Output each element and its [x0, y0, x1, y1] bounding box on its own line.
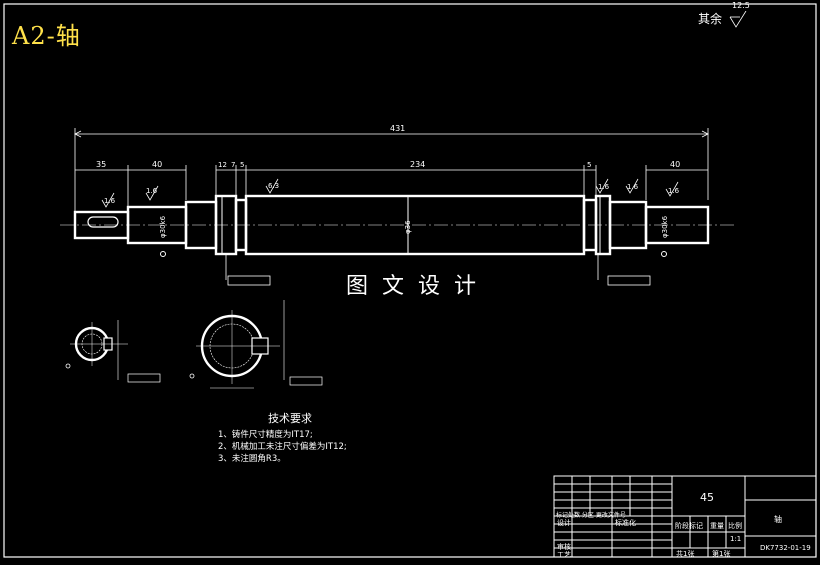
- roughness-icon: [726, 10, 748, 29]
- shaft-outline: [73, 194, 710, 256]
- watermark: 图文设计: [346, 274, 491, 299]
- surface-roughness-note: 其余 12.5: [698, 1, 750, 29]
- dimension-chain: [75, 165, 708, 210]
- dia-right: φ30k6: [661, 215, 669, 238]
- title-block-scale: 1:1: [730, 535, 742, 543]
- roughness-3: 6.3: [268, 182, 279, 190]
- title-block-weight: 重量: [710, 522, 724, 530]
- dim-5-left: 5: [240, 161, 244, 169]
- datum-marker-right: [661, 251, 667, 257]
- dim-234: 234: [410, 160, 425, 169]
- roughness-4: 1.6: [598, 183, 610, 191]
- surface-note-label: 其余: [698, 12, 723, 26]
- roughness-5: 1.6: [627, 183, 639, 191]
- title-block-sheet-no: 第1张: [712, 550, 731, 558]
- dim-40-right: 40: [670, 160, 680, 169]
- tolerance-frames: [225, 254, 651, 286]
- drawing-frame: [3, 3, 817, 558]
- title-block-grid: [553, 475, 817, 558]
- datum-marker-left: [160, 251, 166, 257]
- title-block-sheets-total: 共1张: [676, 550, 695, 558]
- drawing-title: A2-轴: [12, 22, 81, 50]
- roughness-2: 1.6: [146, 187, 158, 195]
- title-block-ratio: 比例: [728, 522, 742, 530]
- dim-7: 7: [231, 161, 235, 169]
- title-block-header: 标记处数 分区 更改文件号: [556, 512, 626, 519]
- dim-overall: 431: [390, 124, 405, 133]
- dia-mid: φ36: [404, 220, 412, 234]
- roughness-6: 1.6: [668, 187, 680, 195]
- section-view-2: [189, 300, 323, 389]
- dim-35: 35: [96, 160, 106, 169]
- requirement-1: 1、铸件尺寸精度为IT17;: [218, 430, 313, 440]
- requirement-3: 3、未注圆角R3。: [218, 454, 286, 464]
- surface-note-value: 12.5: [732, 1, 750, 10]
- title-block-material: 45: [700, 491, 714, 504]
- section-view-1: [65, 320, 161, 383]
- title-block-drawing-no: DK7732-01-19: [760, 544, 811, 552]
- dim-40-left: 40: [152, 160, 162, 169]
- title-block-craft: 工艺: [557, 551, 571, 559]
- roughness-1: 1.6: [104, 197, 116, 205]
- dim-12: 12: [218, 161, 227, 169]
- dia-left: φ30k6: [159, 215, 167, 238]
- dim-5-right: 5: [587, 161, 591, 169]
- title-block-stage: 阶段标记: [675, 522, 703, 530]
- overall-dimension: [74, 128, 709, 225]
- grooves: [221, 196, 601, 254]
- requirement-2: 2、机械加工未注尺寸偏差为IT12;: [218, 442, 347, 452]
- roughness-symbols: [101, 178, 679, 208]
- keyway-left: [87, 216, 119, 228]
- title-block-design: 设计: [557, 519, 571, 527]
- requirements-title: 技术要求: [268, 412, 312, 425]
- title-block-check: 审核: [557, 543, 571, 551]
- title-block-part-name: 轴: [774, 515, 782, 524]
- title-block-standard: 标准化: [615, 519, 636, 527]
